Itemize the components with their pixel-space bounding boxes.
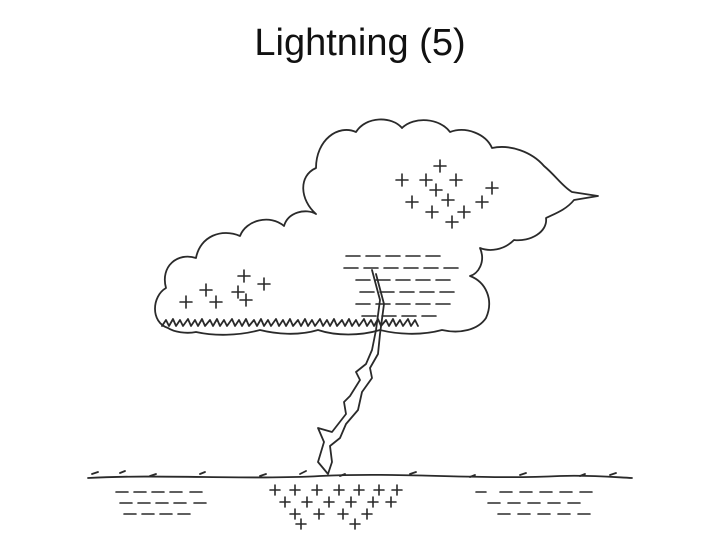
ground-surface — [87, 473, 633, 479]
cloud-top-positive-charges — [395, 159, 499, 229]
ground-left-negative-charges — [115, 491, 207, 515]
cloud-left-positive-charges — [179, 269, 271, 309]
ground-positive-charges — [269, 484, 403, 530]
lightning-bolt-outline — [317, 269, 385, 475]
lightning-bolt — [317, 269, 385, 475]
slide-title: Lightning (5) — [254, 22, 466, 64]
ground-right-negative-charges — [475, 491, 593, 515]
cloud-base-fringe — [161, 318, 419, 327]
ground-surface-grass — [91, 470, 617, 478]
cloud-base-negative-charges — [343, 255, 459, 317]
